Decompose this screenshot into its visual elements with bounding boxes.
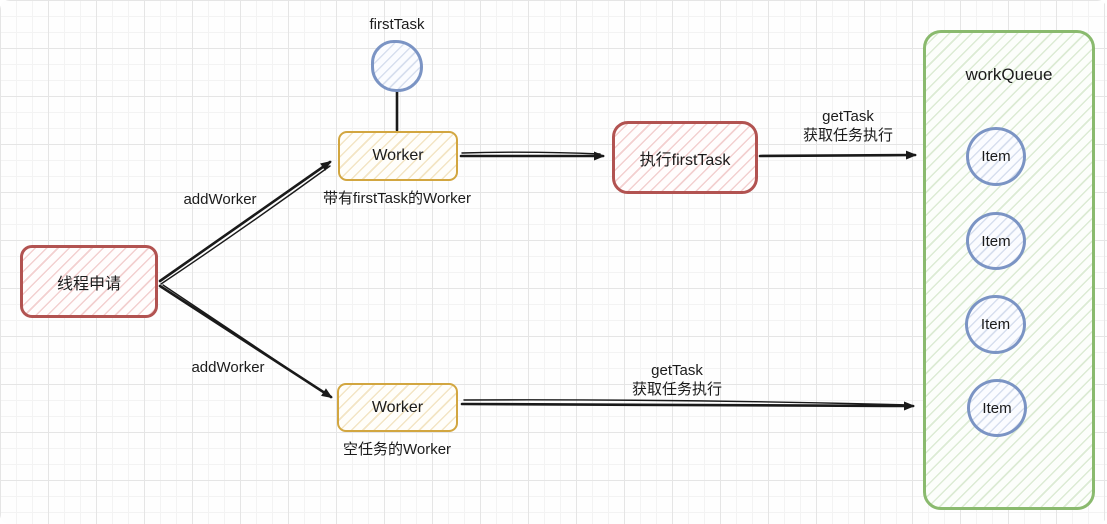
firsttask-label: firstTask [369, 16, 425, 33]
gettask-bottom-line1: getTask [651, 362, 703, 379]
queue-item[interactable]: Item [965, 295, 1026, 354]
worker-top-caption: 带有firstTask的Worker [322, 190, 472, 207]
node-firsttask-circle[interactable] [371, 40, 423, 92]
node-worker-bottom[interactable]: Worker [337, 383, 458, 432]
edge-addworker-bottom-label: addWorker [191, 359, 265, 376]
node-work-queue[interactable]: workQueue [923, 30, 1095, 510]
node-thread-request[interactable]: 线程申请 [20, 245, 158, 318]
queue-item-label: Item [982, 399, 1012, 417]
edge-worker-exec-arrow[interactable] [459, 151, 605, 161]
edge-gettask-top-arrow[interactable] [758, 150, 917, 160]
queue-item[interactable]: Item [966, 212, 1026, 270]
edge-gettask-top-label: getTask 获取任务执行 [776, 107, 920, 145]
gettask-top-line2: 获取任务执行 [802, 127, 893, 144]
gettask-bottom-line2: 获取任务执行 [631, 381, 722, 398]
edge-addworker-bottom-arrow[interactable] [158, 284, 333, 399]
worker-bottom-label: Worker [371, 398, 424, 416]
queue-item-label: Item [981, 232, 1011, 250]
queue-item[interactable]: Item [967, 379, 1027, 437]
node-worker-top[interactable]: Worker [338, 131, 458, 181]
edge-gettask-bottom-label: getTask 获取任务执行 [605, 361, 749, 399]
edge-addworker-top-label: addWorker [183, 191, 257, 208]
queue-item[interactable]: Item [966, 127, 1026, 186]
gettask-top-line1: getTask [822, 108, 874, 125]
exec-firsttask-label: 执行firstTask [639, 151, 731, 169]
worker-top-label: Worker [372, 147, 424, 164]
edge-gettask-bottom-arrow[interactable] [460, 399, 915, 411]
thread-request-label: 线程申请 [56, 275, 121, 293]
node-exec-firsttask[interactable]: 执行firstTask [612, 121, 758, 194]
work-queue-title: workQueue [965, 65, 1053, 84]
queue-item-label: Item [981, 148, 1011, 165]
worker-bottom-caption: 空任务的Worker [342, 441, 452, 458]
edge-addworker-top-arrow[interactable] [158, 160, 332, 285]
queue-item-label: Item [980, 316, 1011, 333]
